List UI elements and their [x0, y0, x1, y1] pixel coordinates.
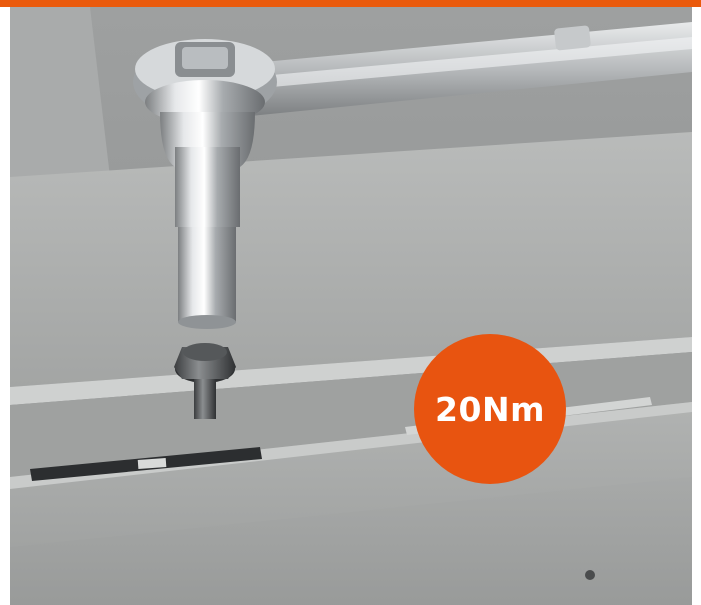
torque-badge: 20Nm	[414, 334, 566, 484]
accent-top-bar	[0, 0, 701, 7]
torque-value-label: 20Nm	[435, 389, 545, 429]
product-photo	[10, 7, 692, 605]
